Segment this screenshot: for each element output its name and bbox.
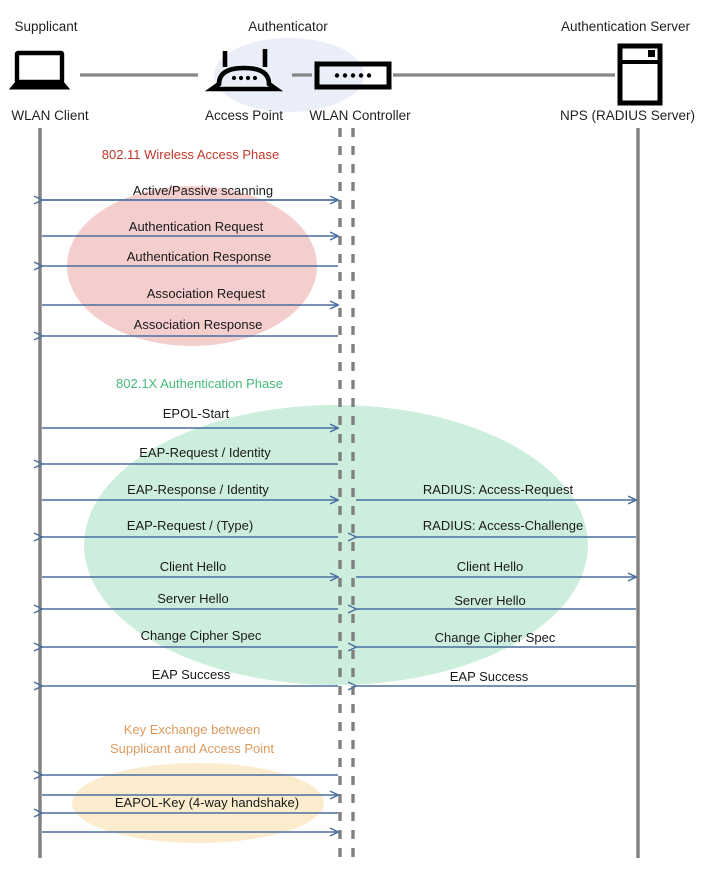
msg-label-eap-success-left: EAP Success [151,667,231,682]
msg-label-eap-response-identity: EAP-Response / Identity [127,482,269,497]
role-label-supplicant: Supplicant [14,19,78,34]
phase-title-dot1x-authentication: 802.1X Authentication Phase [116,376,283,391]
msg-label-radius-access-request: RADIUS: Access-Request [422,482,574,497]
laptop-icon [8,50,71,90]
msg-label-eapol-key-handshake: EAPOL-Key (4-way handshake) [114,795,300,810]
device-label-wlan-controller: WLAN Controller [309,108,411,123]
phase-title-key-exchange-line1: Key Exchange between [123,722,261,737]
msg-label-association-response: Association Response [133,317,263,332]
role-label-authentication-server: Authentication Server [560,19,691,34]
msg-label-authentication-response: Authentication Response [126,249,272,264]
msg-label-eap-request-identity: EAP-Request / Identity [139,445,271,460]
msg-label-change-cipher-spec-right: Change Cipher Spec [434,630,556,645]
phase-title-key-exchange-line2: Supplicant and Access Point [109,741,275,756]
msg-label-authentication-request: Authentication Request [128,219,264,234]
msg-label-association-request: Association Request [146,286,266,301]
msg-label-change-cipher-spec-left: Change Cipher Spec [140,628,262,643]
device-label-wlan-client: WLAN Client [11,108,89,123]
server-icon [617,43,663,106]
msg-label-server-hello-left: Server Hello [157,591,229,606]
phase-ellipse-key-exchange [72,763,324,843]
access-point-icon [204,49,284,92]
role-label-authenticator: Authenticator [248,19,328,34]
access-point-led-dots [231,75,258,81]
msg-label-eap-request-type: EAP-Request / (Type) [126,518,254,533]
msg-label-active-passive-scanning: Active/Passive scanning [132,183,274,198]
msg-label-eap-success-right: EAP Success [449,669,529,684]
msg-label-client-hello-left: Client Hello [159,559,227,574]
msg-label-server-hello-right: Server Hello [454,593,526,608]
device-label-nps-radius-server: NPS (RADIUS Server) [559,108,696,123]
authenticator-group-ellipse [214,38,364,112]
msg-label-radius-access-challenge: RADIUS: Access-Challenge [422,518,584,533]
phase-title-wireless-access: 802.11 Wireless Access Phase [101,147,280,162]
phase-ellipse-dot1x [84,405,588,685]
device-label-access-point: Access Point [204,108,284,123]
wlan-controller-icon [314,61,392,90]
msg-label-eapol-start: EPOL-Start [162,406,230,421]
msg-label-client-hello-right: Client Hello [456,559,524,574]
